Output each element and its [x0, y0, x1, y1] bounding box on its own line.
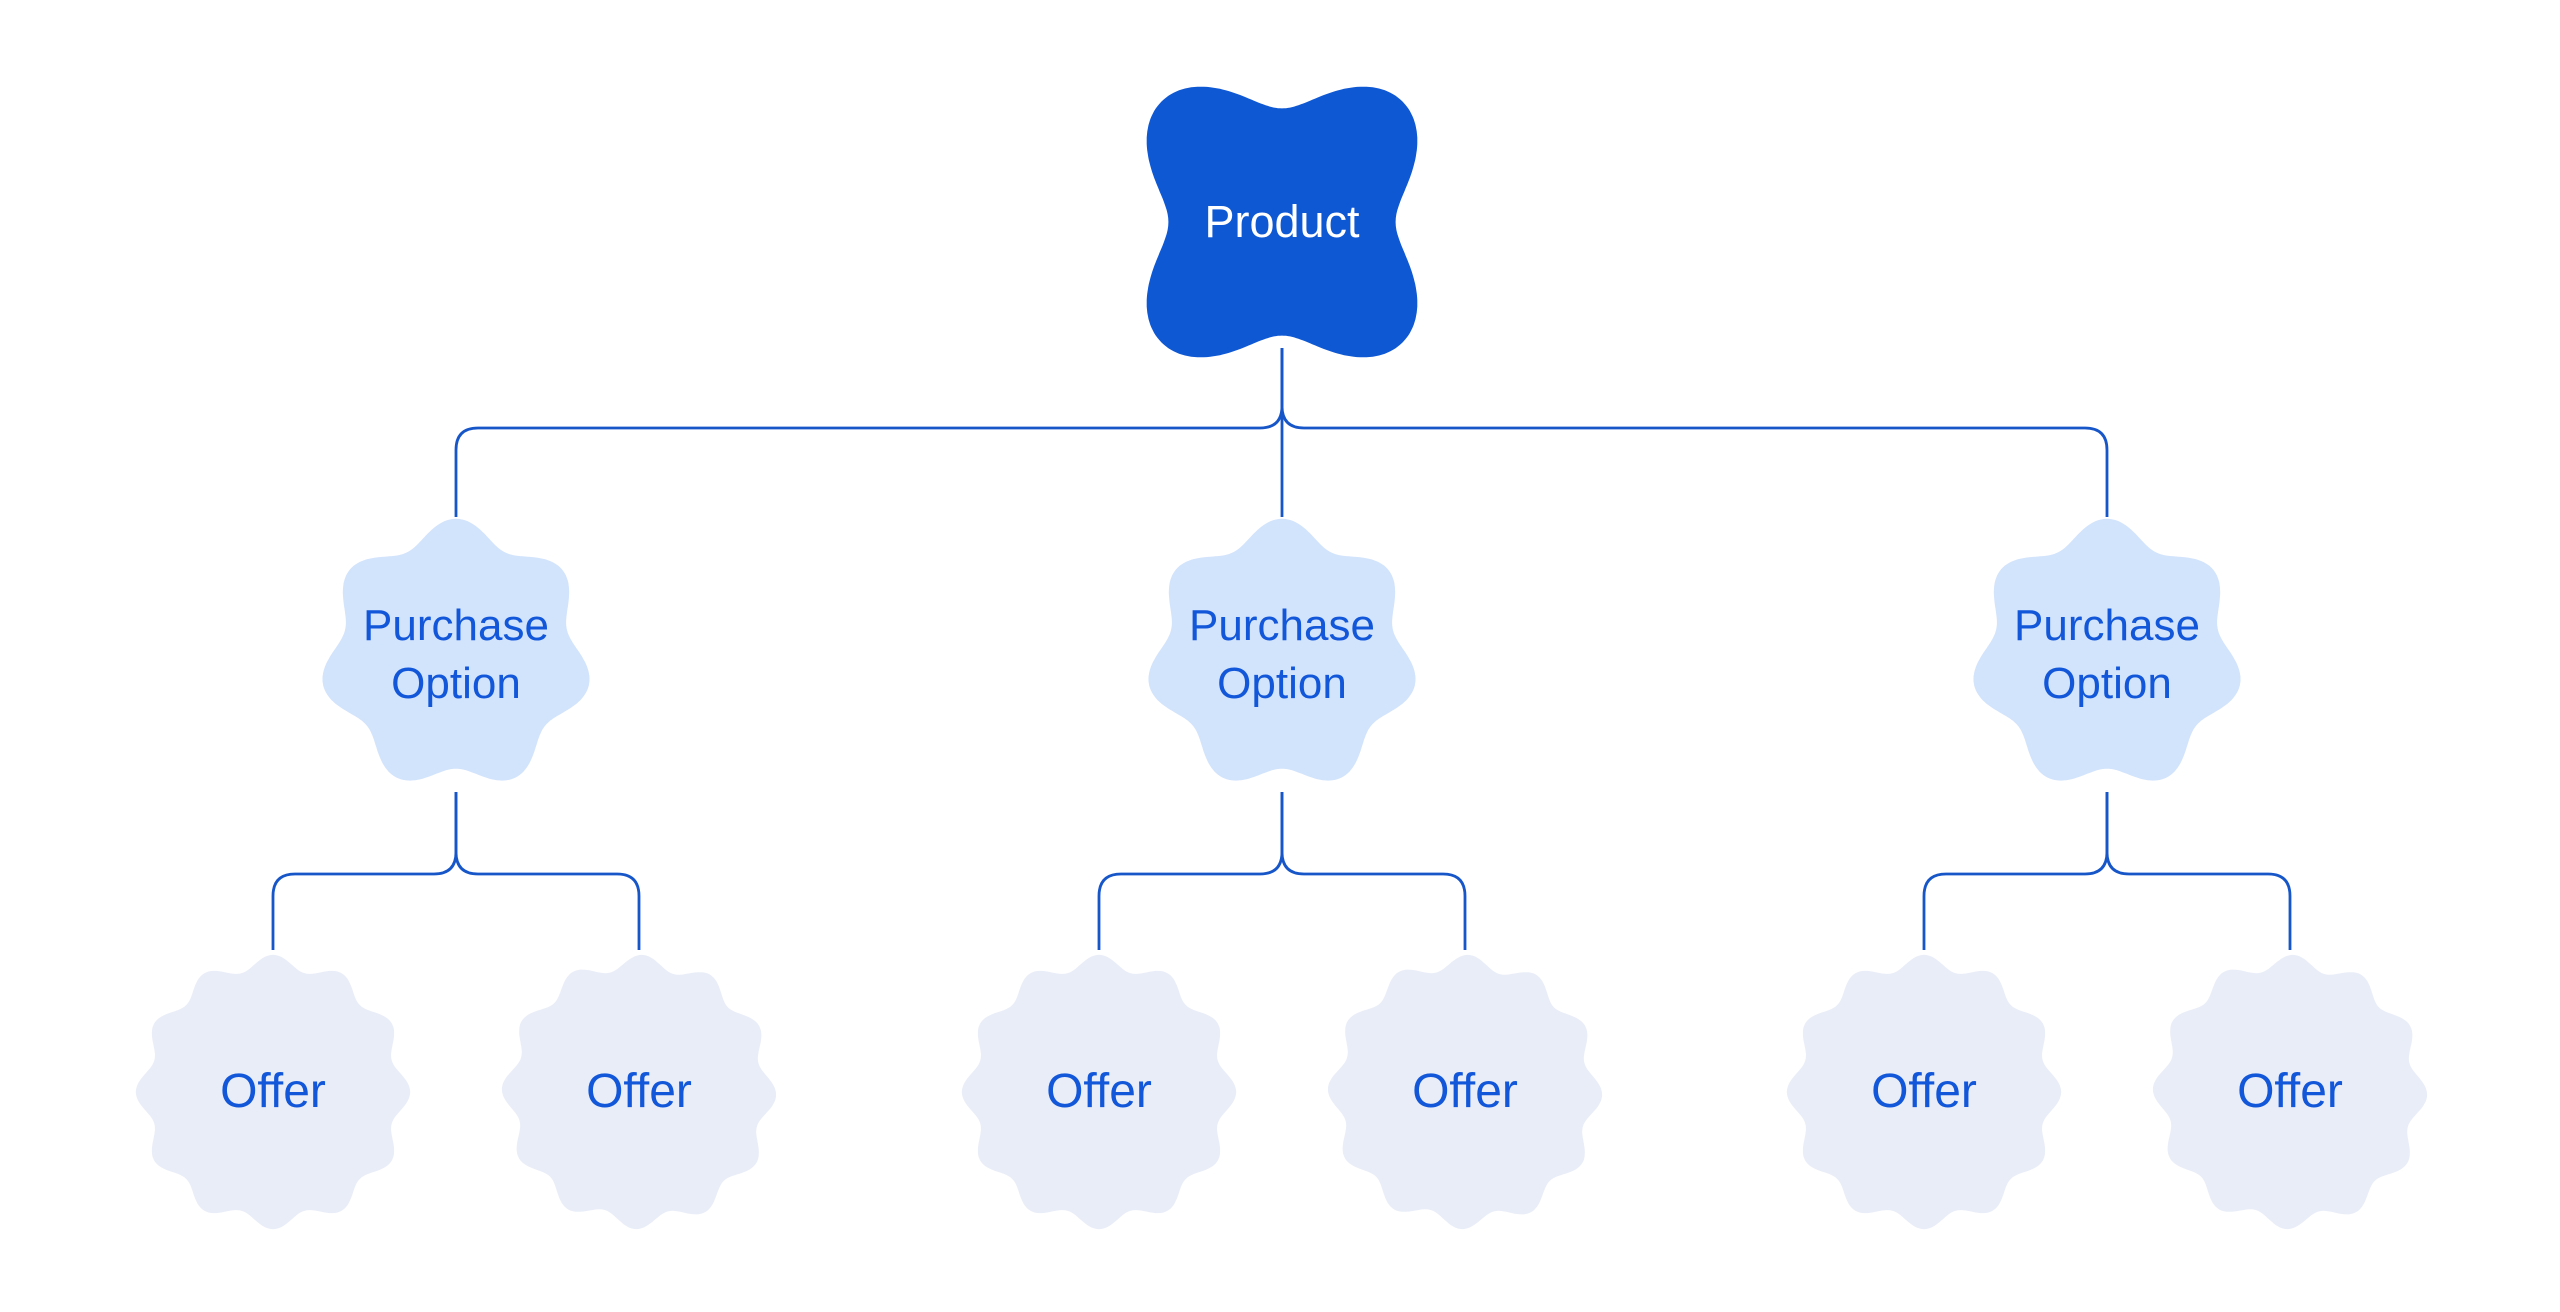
connector-po2-offer-right	[1280, 792, 1467, 950]
offer-node: Offer	[1325, 952, 1605, 1232]
purchase-option-blob-shape	[322, 518, 590, 781]
purchase-option-node: Purchase Option	[1967, 515, 2247, 795]
offer-label: Offer	[2237, 1065, 2343, 1118]
connector-level1-right	[1280, 348, 2109, 517]
offer-blob-shape	[501, 954, 777, 1230]
offer-label: Offer	[220, 1065, 326, 1118]
purchase-option-blob-shape	[1973, 518, 2241, 781]
offer-label: Offer	[1871, 1065, 1977, 1118]
offer-node: Offer	[1784, 952, 2064, 1232]
offer-blob-shape	[135, 954, 411, 1230]
purchase-option-blob-shape	[1148, 518, 1416, 781]
purchase-option-node: Purchase Option	[1142, 515, 1422, 795]
offer-blob-shape	[2152, 954, 2428, 1230]
offer-node: Offer	[133, 952, 413, 1232]
offer-label: Offer	[1046, 1065, 1152, 1118]
offer-node: Offer	[2150, 952, 2430, 1232]
connector-po2-offer-left	[1097, 792, 1284, 950]
offer-label: Offer	[1412, 1065, 1518, 1118]
purchase-option-label: Purchase Option	[2014, 601, 2200, 708]
offer-node: Offer	[959, 952, 1239, 1232]
connector-po1-offer-right	[454, 792, 641, 950]
offer-blob-shape	[961, 954, 1237, 1230]
product-label: Product	[1204, 196, 1360, 247]
purchase-option-label: Purchase Option	[363, 601, 549, 708]
connector-po3-offer-left	[1922, 792, 2109, 950]
purchase-option-node: Purchase Option	[316, 515, 596, 795]
offer-node: Offer	[499, 952, 779, 1232]
offer-label: Offer	[586, 1065, 692, 1118]
connector-po1-offer-left	[271, 792, 458, 950]
connector-po3-offer-right	[2105, 792, 2292, 950]
offer-blob-shape	[1327, 954, 1603, 1230]
purchase-option-label: Purchase Option	[1189, 601, 1375, 708]
offer-blob-shape	[1786, 954, 2062, 1230]
product-blob-shape	[1146, 86, 1418, 358]
product-node: Product	[1142, 82, 1422, 362]
connector-level1-left	[454, 348, 1284, 517]
